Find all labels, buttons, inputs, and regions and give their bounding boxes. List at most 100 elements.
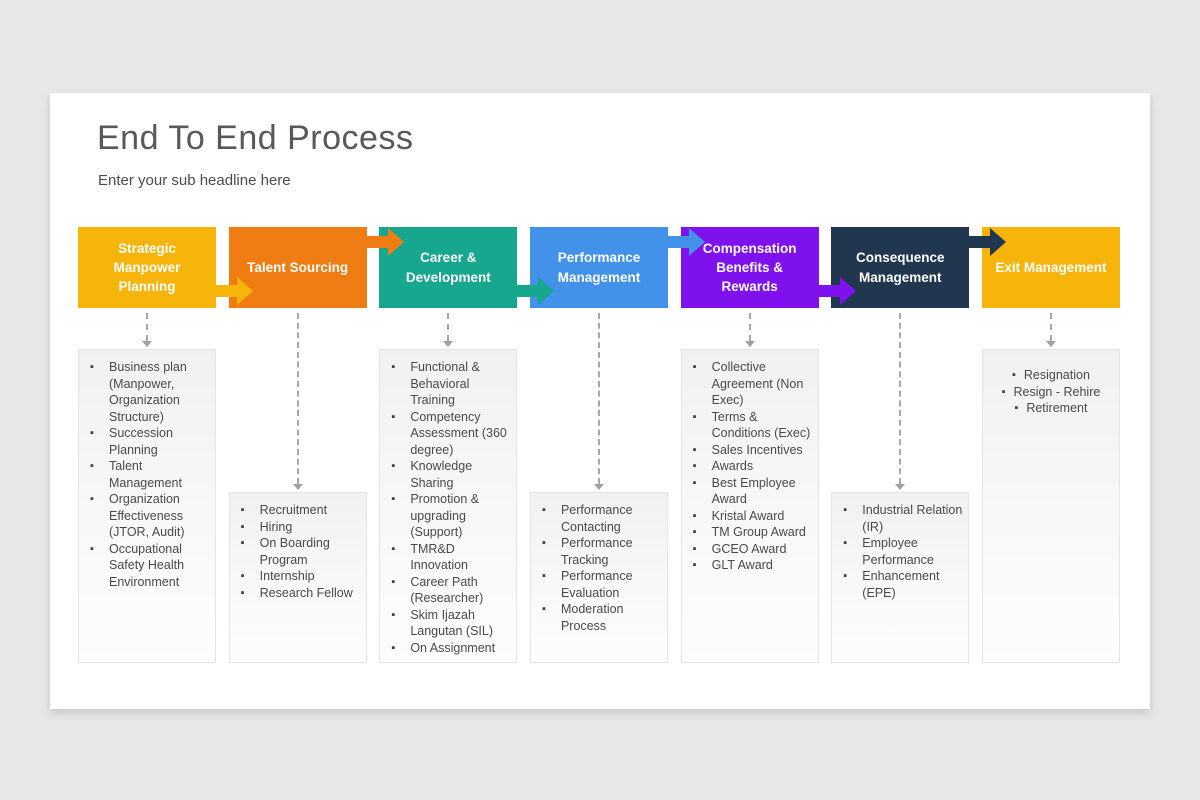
flow-arrow-head	[237, 277, 253, 305]
bullet-square-icon: ▪	[391, 641, 396, 654]
flow-arrow-stem	[968, 236, 991, 248]
process-step-label: Talent Sourcing	[247, 259, 349, 275]
dashed-line	[296, 313, 299, 484]
bullet-square-icon: ▪	[692, 559, 697, 571]
list-item-text: Functional & Behavioral Training	[410, 360, 480, 407]
detail-list: ▪Performance Contacting▪Performance Trac…	[531, 493, 667, 642]
dashed-connector	[530, 308, 668, 492]
list-item: ▪Employee Performance	[843, 535, 963, 568]
detail-list: ▪Industrial Relation (IR)▪Employee Perfo…	[832, 493, 968, 609]
flow-arrow-icon	[516, 277, 555, 305]
down-arrow-icon	[744, 341, 755, 347]
detail-card: ▪Functional & Behavioral Training▪Compet…	[379, 349, 518, 664]
list-item-text: Competency Assessment (360 degree)	[410, 409, 507, 457]
bullet-square-icon: ▪	[692, 526, 697, 538]
bullet-square-icon: ▪	[843, 504, 848, 516]
bullet-square-icon: ▪	[541, 537, 546, 549]
detail-card: ▪ Business plan (Manpower, Organization S…	[78, 349, 216, 663]
process-step-box: Career & Development	[379, 227, 518, 308]
dashed-line	[899, 313, 902, 484]
flow-arrow-head	[538, 277, 555, 305]
slide-title: End To End Process	[97, 119, 414, 157]
flow-arrow-icon	[817, 277, 856, 305]
list-item-text: Knowledge Sharing	[410, 459, 473, 490]
bullet-square-icon: ▪	[1001, 385, 1006, 398]
list-item-text: Skim Ijazah Langutan (SIL)	[410, 607, 494, 639]
list-item: ▪Knowledge Sharing	[391, 458, 511, 491]
list-item-text: Internship	[259, 569, 315, 583]
list-item: ▪ Performance Evaluation	[542, 568, 662, 601]
flow-arrow-icon	[968, 228, 1007, 256]
flow-arrow-stem	[817, 285, 840, 297]
bullet-square-icon: ▪	[1011, 369, 1016, 381]
process-step-label: Career & Development	[405, 250, 491, 285]
process-column-2: Talent Sourcing▪Recruitment▪Hiring▪On Bo…	[228, 227, 367, 663]
bullet-square-icon: ▪	[391, 542, 396, 555]
list-item: ▪Performance Contacting	[542, 502, 662, 535]
process-column-3: Career & Development▪Functional & Behavi…	[379, 227, 518, 664]
flow-arrow-stem	[365, 236, 388, 248]
list-item-text: Sales Incentives	[711, 442, 803, 457]
down-arrow-icon	[142, 341, 152, 347]
flow-arrow-head	[387, 228, 404, 256]
bullet-square-icon: ▪	[692, 476, 697, 489]
process-step-label: Consequence Management	[856, 250, 945, 285]
list-item: ▪Industrial Relation (IR)	[843, 502, 963, 535]
process-step-label: Compensation Benefits & Rewards	[702, 240, 797, 295]
list-item-text: Collective Agreement (Non Exec)	[711, 360, 804, 407]
list-item: ▪ Skim Ijazah Langutan (SIL)	[391, 607, 511, 640]
dashed-line	[146, 313, 148, 341]
list-item: ▪Sales Incentives	[693, 442, 813, 459]
flow-arrow-icon	[365, 228, 404, 256]
detail-card: ▪Performance Contacting▪Performance Trac…	[529, 492, 668, 663]
list-item: ▪On Assignment	[391, 640, 511, 657]
bullet-square-icon: ▪	[541, 570, 546, 582]
bullet-square-icon: ▪	[90, 542, 94, 555]
list-item-text: Terms & Conditions (Exec)	[711, 409, 811, 441]
bullet-square-icon: ▪	[541, 603, 546, 615]
list-item: ▪ TMR&D Innovation	[391, 541, 511, 574]
list-item: ▪Talent Management	[90, 458, 210, 491]
list-item-text: Business plan (Manpower, Organization St…	[109, 360, 187, 424]
list-item: ▪Resignation	[987, 367, 1115, 384]
list-item: ▪Collective Agreement (Non Exec)	[693, 359, 813, 409]
list-item-text: TMR&D Innovation	[410, 541, 468, 573]
list-item-text: TM Group Award	[711, 525, 806, 539]
list-item: ▪Research Fellow	[241, 585, 361, 602]
list-item-text: Performance Tracking	[560, 536, 633, 567]
dashed-connector	[78, 308, 216, 349]
dashed-connector	[982, 308, 1120, 349]
list-item-text: Occupational Safety Health Environment	[109, 541, 185, 589]
bullet-square-icon: ▪	[692, 460, 697, 472]
bullet-square-icon: ▪	[90, 361, 94, 373]
list-item-text: Performance Evaluation	[560, 569, 633, 600]
list-item: ▪GLT Award	[693, 557, 813, 574]
bullet-square-icon: ▪	[240, 520, 245, 533]
dashed-connector	[831, 308, 969, 492]
list-item-text: Organization Effectiveness (JTOR, Audit)	[109, 492, 185, 539]
list-item-text: Moderation Process	[560, 602, 624, 633]
bullet-square-icon: ▪	[240, 586, 245, 599]
list-item: ▪Functional & Behavioral Training	[391, 359, 511, 409]
list-item: ▪Awards	[693, 458, 813, 475]
down-arrow-icon	[593, 484, 604, 490]
detail-card: ▪Industrial Relation (IR)▪Employee Perfo…	[831, 492, 970, 663]
dashed-line	[748, 313, 751, 341]
bullet-square-icon: ▪	[391, 410, 396, 423]
bullet-square-icon: ▪	[541, 504, 546, 516]
list-item: ▪Organization Effectiveness (JTOR, Audit…	[90, 491, 210, 541]
dashed-line	[447, 313, 450, 341]
dashed-connector	[229, 308, 367, 492]
down-arrow-icon	[895, 484, 906, 490]
detail-list: ▪Functional & Behavioral Training▪Compet…	[380, 350, 516, 664]
process-step-label: Strategic Manpower Planning	[113, 240, 181, 295]
dashed-line	[1049, 313, 1052, 341]
list-item: ▪Retirement	[987, 400, 1115, 417]
list-item: ▪On Boarding Program	[241, 535, 361, 568]
list-item: ▪ TM Group Award	[693, 524, 813, 541]
list-item: ▪ Occupational Safety Health Environment	[90, 541, 210, 591]
list-item-text: Retirement	[1026, 401, 1088, 415]
process-step-box: Strategic Manpower Planning	[78, 227, 216, 308]
dashed-line	[597, 313, 600, 484]
flow-arrow-stem	[215, 285, 237, 297]
